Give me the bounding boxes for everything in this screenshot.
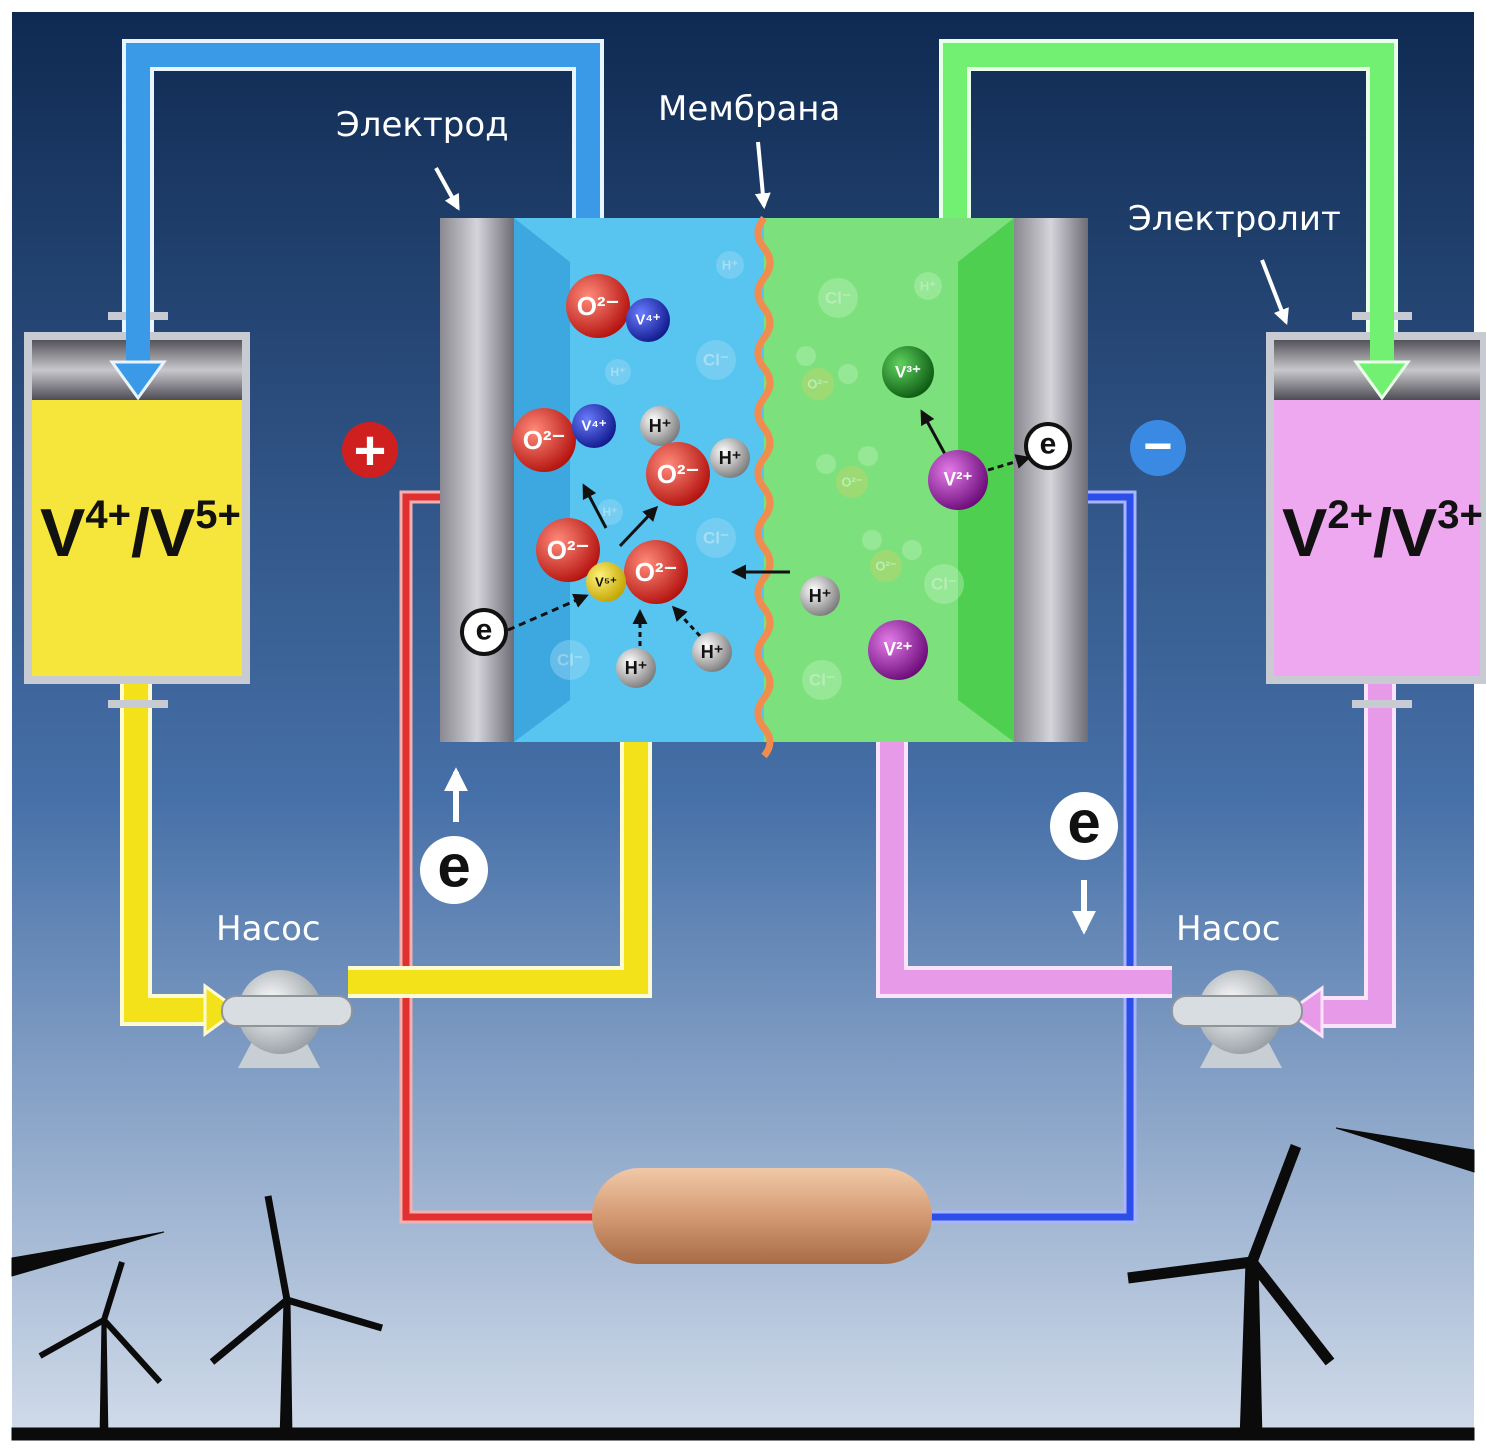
electrolyte-pointer [1260,259,1289,325]
yellow-pipe-out [348,730,648,994]
right-pump-label: Насос [1176,909,1281,949]
blue-pipe [126,43,600,370]
ion-o2-3: O²⁻ [646,442,710,506]
ions-right-chamber: V³⁺ V²⁺ e H⁺ V²⁺ [800,346,1072,680]
positive-wire [402,493,600,1221]
ion-o2-4: O²⁻ [536,518,600,582]
ion-v4-1: V⁴⁺ [626,298,670,342]
svg-text:+: + [354,419,387,482]
svg-text:H⁺: H⁺ [719,448,742,468]
svg-text:H⁺: H⁺ [701,642,724,662]
svg-text:V²⁺: V²⁺ [883,640,912,661]
right-pump [1171,970,1303,1068]
svg-text:Cl⁻: Cl⁻ [825,289,851,308]
electron-flow-left: e [420,767,488,904]
electrochemical-cell [440,215,1088,759]
electrode-pointer [434,167,460,211]
svg-text:e: e [437,833,470,900]
svg-text:H⁺: H⁺ [920,279,936,294]
left-tank-formula: V4+/V5+ [40,493,241,571]
ions-left-chamber: O²⁻ V⁴⁺ O²⁻ V⁴⁺ H⁺ O²⁻ H⁺ O²⁻ O²⁻ V⁵⁺ H⁺… [460,274,750,688]
svg-text:Cl⁻: Cl⁻ [931,575,957,594]
violet-pipe-out [880,730,1172,994]
right-tank-formula: V2+/V3+ [1282,493,1483,571]
violet-pipe-arrowhead-pump [1285,985,1324,1039]
svg-text:Cl⁻: Cl⁻ [809,671,835,690]
svg-text:O²⁻: O²⁻ [523,425,566,455]
ion-o2-1: O²⁻ [566,274,630,338]
electrolyte-label: Электролит [1128,199,1341,239]
membrane-line [754,215,774,759]
svg-text:O²⁻: O²⁻ [841,475,862,490]
background-ions-right: Cl⁻ H⁺ O²⁻ O²⁻ O²⁻ Cl⁻ Cl⁻ [796,272,964,700]
ion-v2-1: V²⁺ [928,450,988,510]
ion-v5: V⁵⁺ [586,562,626,602]
svg-text:V⁵⁺: V⁵⁺ [595,575,617,590]
ion-o2-5: O²⁻ [624,540,688,604]
left-electrolyte-chamber [514,218,764,742]
wind-turbines [11,1127,1475,1441]
turbine-blade-far-left [11,1231,165,1277]
svg-text:H⁺: H⁺ [625,658,648,678]
svg-text:V⁴⁺: V⁴⁺ [581,418,606,435]
svg-text:Cl⁻: Cl⁻ [703,529,729,548]
svg-text:V²⁺: V²⁺ [943,470,972,491]
wind-turbine-3 [1127,1144,1335,1441]
ion-h-3: H⁺ [616,648,656,688]
svg-text:H⁺: H⁺ [603,505,618,519]
wind-turbine-1 [38,1261,163,1441]
svg-text:V⁴⁺: V⁴⁺ [635,312,660,329]
load-resistor [592,1168,932,1264]
background-ions-left: H⁺ Cl⁻ H⁺ H⁺ Cl⁻ Cl⁻ [550,251,744,680]
ion-h-4: H⁺ [692,632,732,672]
ion-h-5: H⁺ [800,576,840,616]
ground-strip [11,1427,1475,1441]
left-pump [221,970,353,1068]
left-electrode [440,218,514,742]
violet-pipe-in [1310,645,1392,1024]
ion-v3: V³⁺ [882,346,934,398]
turbine-blade-far-right [1335,1127,1475,1173]
negative-terminal: − [1130,418,1186,476]
electron-left: e [460,608,508,656]
ion-h-1: H⁺ [640,406,680,446]
left-tank [24,312,250,708]
membrane-label: Мембрана [658,89,840,129]
positive-terminal: + [342,419,398,482]
reaction-arrows [507,409,1031,646]
svg-text:Cl⁻: Cl⁻ [557,651,583,670]
svg-text:O²⁻: O²⁻ [875,559,896,574]
svg-text:H⁺: H⁺ [649,416,672,436]
left-pump-label: Насос [216,909,321,949]
svg-text:O²⁻: O²⁻ [657,459,700,489]
yellow-pipe-in [124,645,215,1022]
wind-turbine-2 [209,1195,383,1441]
svg-text:−: − [1143,418,1172,474]
negative-wire [928,493,1134,1221]
svg-text:e: e [1067,789,1100,856]
svg-text:O²⁻: O²⁻ [547,535,590,565]
ion-h-2: H⁺ [710,438,750,478]
ion-v2-2: V²⁺ [868,620,928,680]
ion-o2-2: O²⁻ [512,408,576,472]
svg-text:H⁺: H⁺ [809,586,832,606]
electron-right: e [1024,422,1072,470]
ion-v4-2: V⁴⁺ [572,404,616,448]
electron-flow-right: e [1050,789,1118,935]
electrode-label: Электрод [336,105,509,145]
right-electrode [1014,218,1088,742]
svg-text:O²⁻: O²⁻ [635,557,678,587]
svg-text:Cl⁻: Cl⁻ [703,351,729,370]
svg-text:H⁺: H⁺ [611,365,626,379]
svg-text:O²⁻: O²⁻ [807,377,828,392]
svg-text:O²⁻: O²⁻ [577,291,620,321]
membrane-pointer [754,141,771,210]
svg-text:V³⁺: V³⁺ [895,363,921,382]
green-pipe [943,43,1394,370]
svg-text:e: e [476,614,493,647]
svg-text:H⁺: H⁺ [722,258,738,273]
svg-text:e: e [1040,428,1057,461]
